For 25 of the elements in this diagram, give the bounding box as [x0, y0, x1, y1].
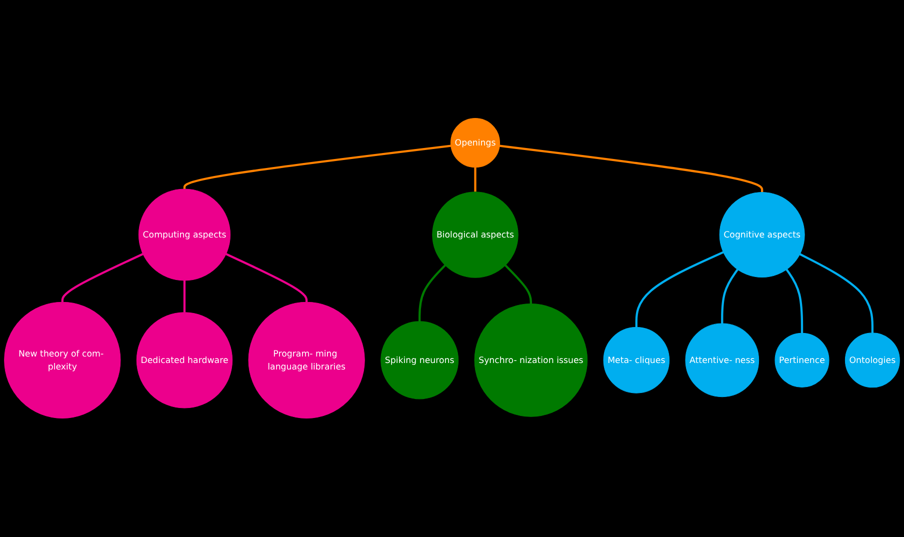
node-circle: Program- ming language libraries: [248, 302, 365, 419]
node-circle: Ontologies: [844, 332, 900, 388]
connector: [504, 264, 532, 304]
node-circle: Openings: [450, 118, 500, 168]
connector: [786, 269, 804, 334]
connector: [474, 168, 476, 192]
node-circle: Cognitive aspects: [719, 192, 805, 278]
node-circle: Attentive- ness: [685, 323, 760, 398]
connector: [183, 144, 452, 190]
node-circle: Computing aspects: [138, 188, 231, 281]
connector: [418, 264, 446, 322]
connector: [183, 280, 186, 313]
node-circle: Synchro- nization issues: [474, 304, 588, 418]
connector: [721, 269, 738, 324]
connector: [226, 253, 308, 302]
node-circle: Spiking neurons: [380, 321, 459, 400]
node-circle: Dedicated hardware: [136, 312, 233, 408]
node-circle: Biological aspects: [432, 192, 518, 278]
node-circle: New theory of com- plexity: [4, 302, 121, 419]
connector: [499, 144, 764, 192]
node-circle: Pertinence: [774, 333, 830, 388]
connector: [799, 253, 874, 334]
connector: [635, 251, 724, 328]
connector: [61, 253, 144, 302]
node-circle: Meta- cliques: [603, 327, 670, 394]
